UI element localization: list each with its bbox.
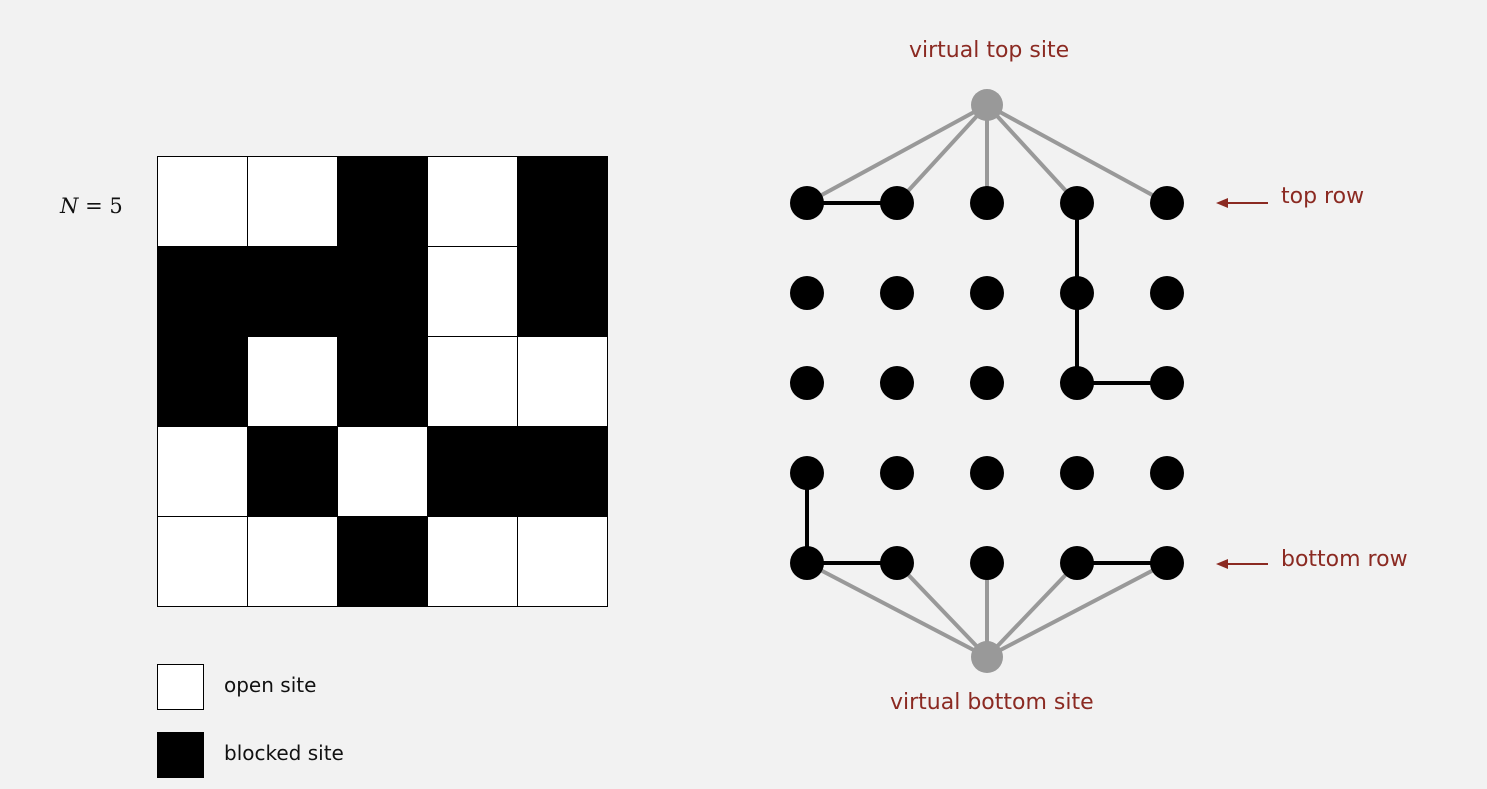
legend-open-label: open site xyxy=(224,673,317,697)
grid-cell-open xyxy=(427,246,518,337)
site-nodes xyxy=(790,186,1184,580)
arrow-head xyxy=(1216,559,1228,569)
legend-blocked-swatch xyxy=(157,732,204,778)
site-node xyxy=(1150,366,1184,400)
legend-blocked-label: blocked site xyxy=(224,741,344,765)
virtual-bottom-edge xyxy=(895,561,989,659)
grid-cell-blocked xyxy=(247,246,338,337)
site-node xyxy=(790,456,824,490)
grid-cell-open xyxy=(157,156,248,247)
grid-size-operator: = xyxy=(85,194,103,218)
virtual-top-site-label: virtual top site xyxy=(909,38,1070,63)
site-node xyxy=(790,186,824,220)
legend-open-swatch xyxy=(157,664,204,710)
grid-cell-blocked xyxy=(517,246,608,337)
site-node xyxy=(1060,546,1094,580)
site-node xyxy=(880,186,914,220)
site-node xyxy=(880,546,914,580)
site-node xyxy=(1150,546,1184,580)
virtual-top-node xyxy=(971,89,1003,121)
virtual-bottom-edge xyxy=(985,561,1079,659)
bottom-row-label: bottom row xyxy=(1281,547,1408,572)
virtual-bottom-site-label: virtual bottom site xyxy=(890,690,1094,715)
grid-cell-open xyxy=(517,516,608,607)
grid-cell-open xyxy=(157,426,248,517)
virtual-bottom-edge xyxy=(986,561,1168,659)
top-row-label: top row xyxy=(1281,184,1365,209)
site-node xyxy=(1060,456,1094,490)
virtual-bottom-edge xyxy=(806,561,988,659)
grid-cell-open xyxy=(157,516,248,607)
site-node xyxy=(1060,366,1094,400)
virtual-top-edge xyxy=(985,103,1079,205)
site-node xyxy=(790,366,824,400)
site-node xyxy=(1060,276,1094,310)
grid-size-variable: N xyxy=(60,194,79,218)
bottom-row-arrow-icon xyxy=(1216,559,1268,569)
arrow-head xyxy=(1216,198,1228,208)
grid-cell-open xyxy=(247,156,338,247)
grid-cell-open xyxy=(427,516,518,607)
grid-cell-blocked xyxy=(517,426,608,517)
virtual-bottom-node xyxy=(971,641,1003,673)
grid-cell-open xyxy=(517,336,608,427)
virtual-top-edge xyxy=(986,103,1168,205)
grid-cell-blocked xyxy=(337,336,428,427)
site-node xyxy=(880,366,914,400)
grid-cell-blocked xyxy=(427,426,518,517)
site-node xyxy=(970,546,1004,580)
site-node xyxy=(880,276,914,310)
row-arrows xyxy=(1216,198,1268,569)
grid-size-value: 5 xyxy=(109,194,123,218)
site-node xyxy=(970,366,1004,400)
site-node xyxy=(790,276,824,310)
site-node xyxy=(1150,186,1184,220)
site-node xyxy=(1150,276,1184,310)
grid-cell-blocked xyxy=(337,516,428,607)
site-node xyxy=(970,186,1004,220)
virtual-top-edge xyxy=(895,103,989,205)
top-row-arrow-icon xyxy=(1216,198,1268,208)
grid-cell-blocked xyxy=(247,426,338,517)
site-node xyxy=(970,276,1004,310)
grid-cell-open xyxy=(337,426,428,517)
site-node xyxy=(970,456,1004,490)
percolation-grid xyxy=(157,156,609,608)
site-node xyxy=(1060,186,1094,220)
site-node xyxy=(880,456,914,490)
grid-cell-open xyxy=(247,516,338,607)
site-node xyxy=(790,546,824,580)
virtual-top-edge xyxy=(806,103,988,205)
site-node xyxy=(1150,456,1184,490)
grid-size-label: N = 5 xyxy=(60,194,123,218)
virtual-nodes xyxy=(971,89,1003,673)
